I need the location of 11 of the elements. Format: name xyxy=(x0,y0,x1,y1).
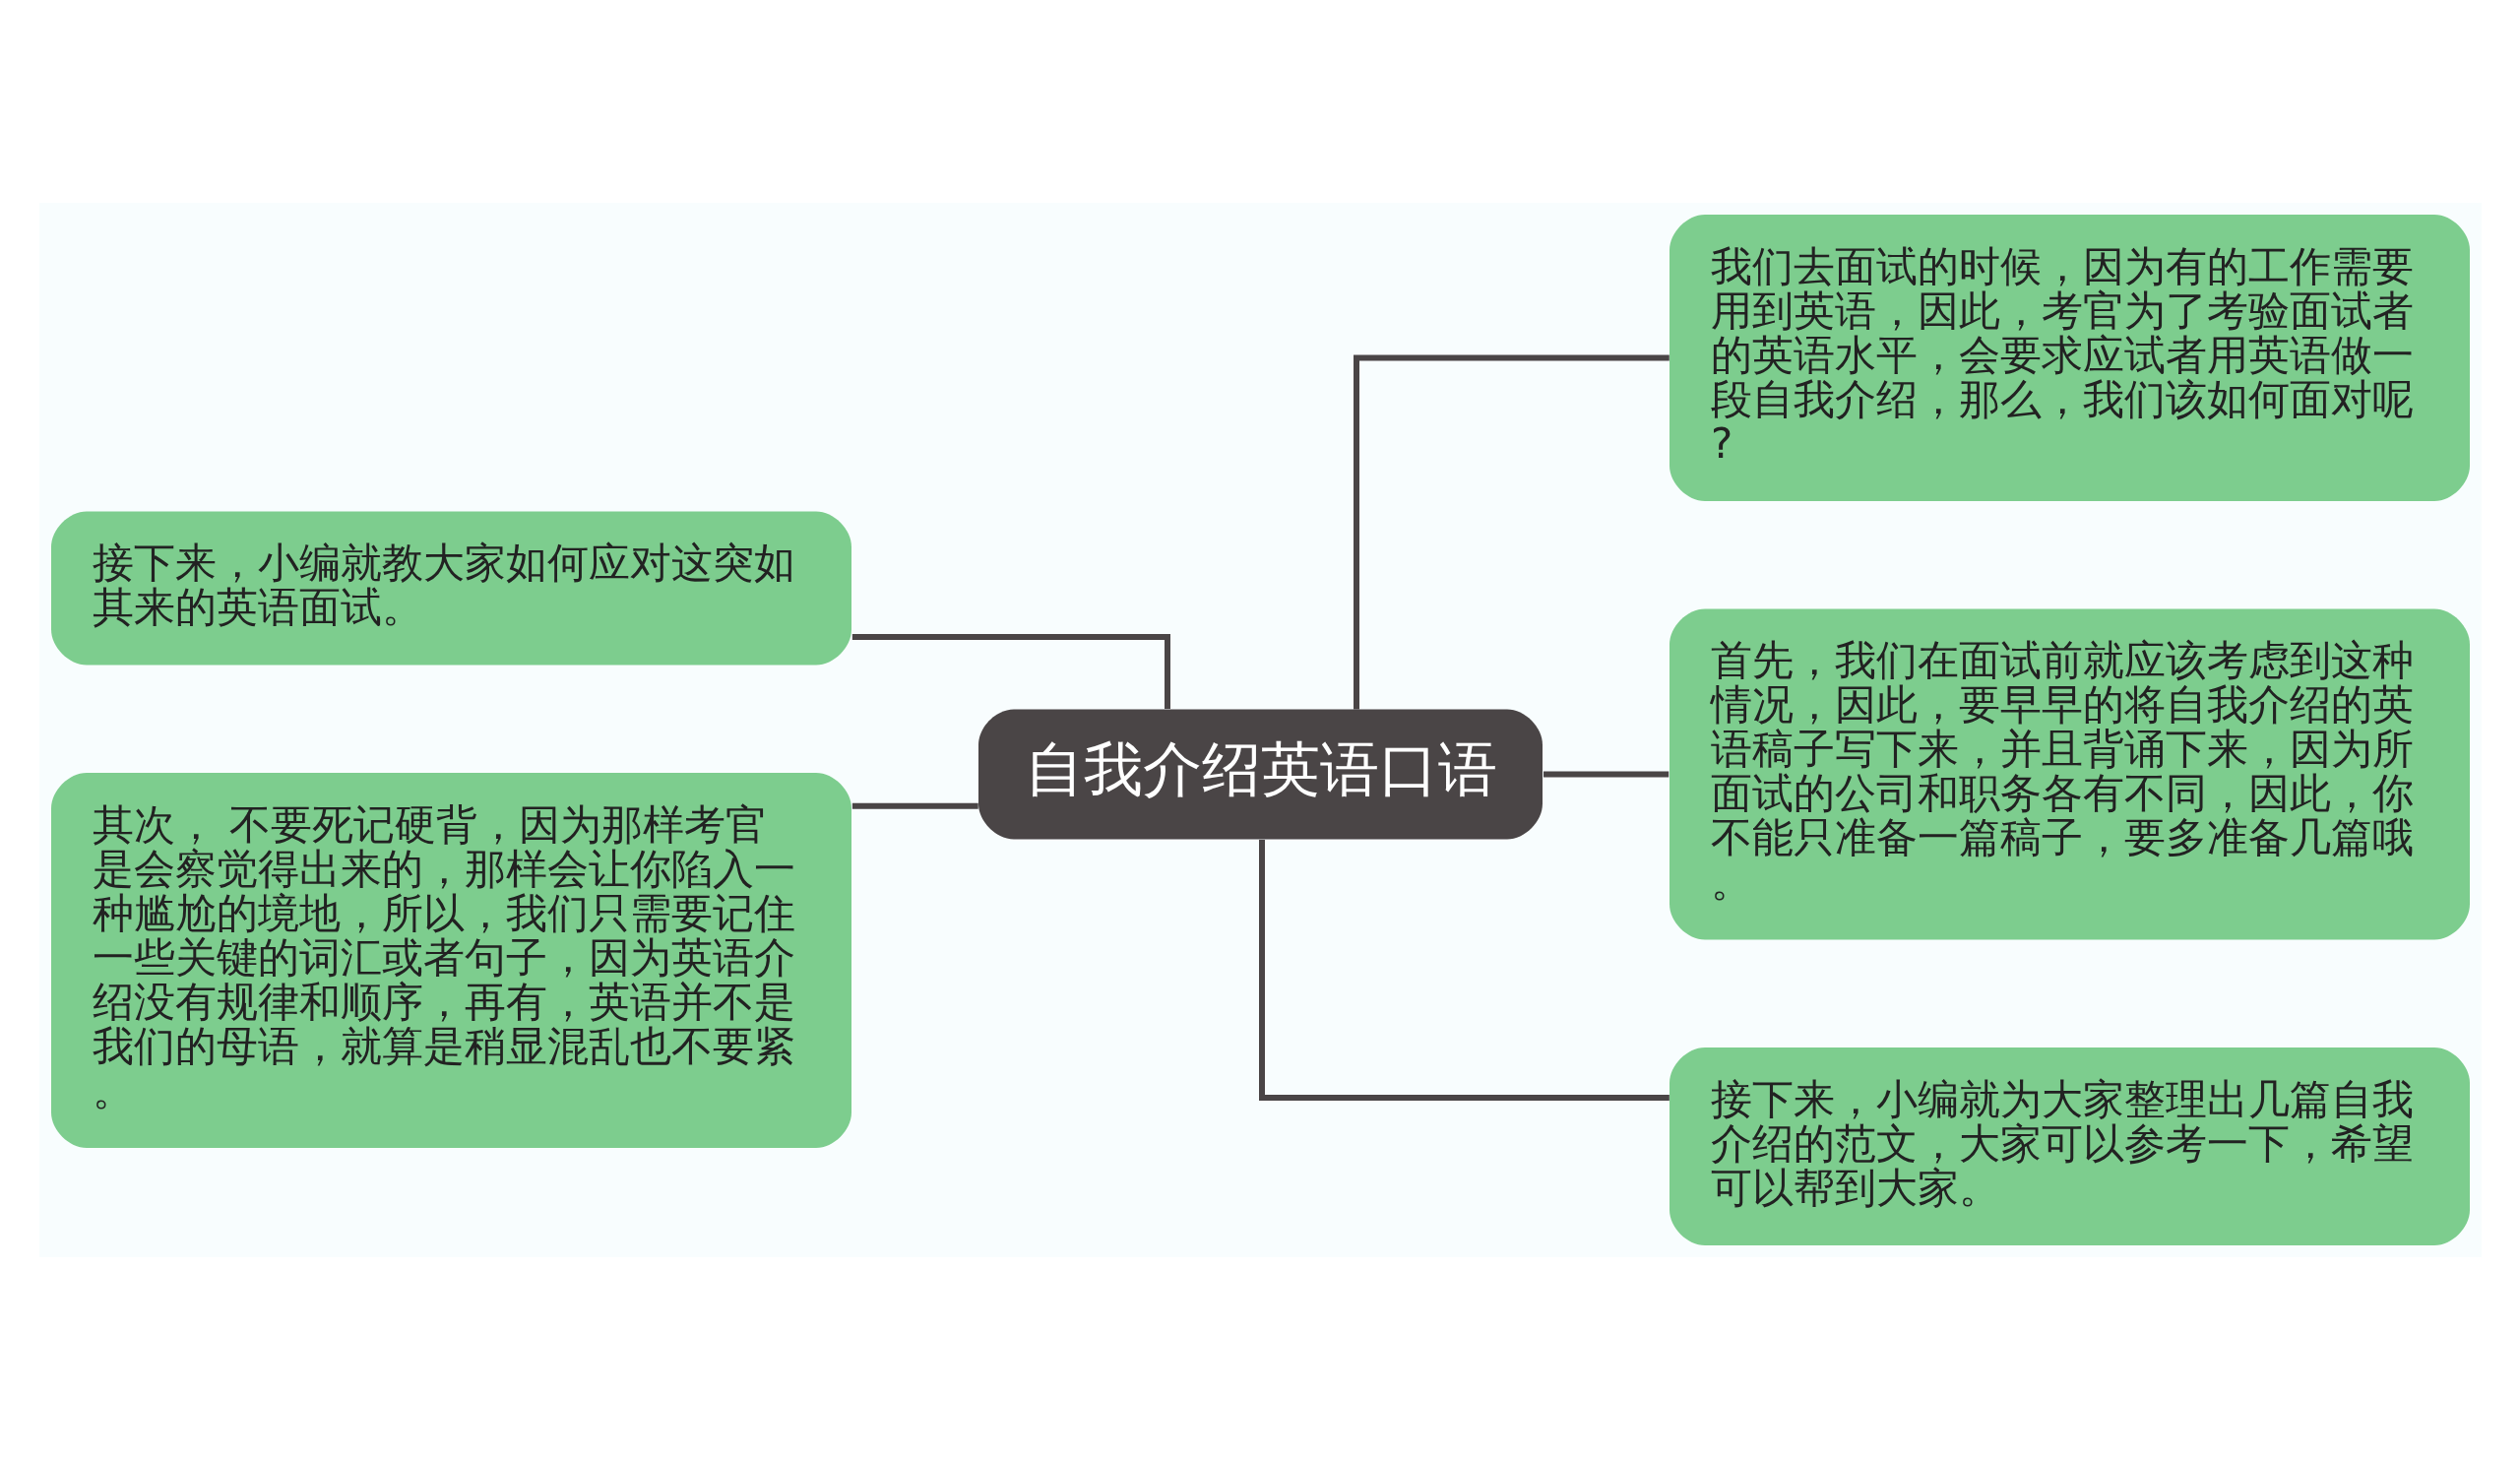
node-box: 接下来，小编就教大家如何应对这突如其来的英语面试。 xyxy=(50,511,851,666)
connector xyxy=(1353,354,1670,710)
connector xyxy=(851,802,978,809)
connector xyxy=(1258,840,1670,1101)
node-box: 接下来，小编就为大家整理出几篇自我介绍的范文，大家可以参考一下，希望可以帮到大家。 xyxy=(1669,1047,2470,1245)
node-box: 我们去面试的时候，因为有的工作需要用到英语，因此，考官为了考验面试者的英语水平，会要求应试者用英语做一段自我介绍，那么，我们该如何面对呢? xyxy=(1669,215,2470,501)
connector xyxy=(1543,771,1669,778)
node-box: 首先，我们在面试前就应该考虑到这种情况，因此，要早早的将自我介绍的英语稿子写下来，并且背诵下来，因为所面试的公司和职务各有不同，因此，你不能只准备一篇稿子，要多准备几篇哦。 xyxy=(1669,608,2470,940)
node-box: 其次， 不要死记硬背，因为那样考官是会察觉得出来的，那样会让你陷入一种尴尬的境地，所以，我们只需要记住一些关键的词汇或者句子，因为英语介绍没有规律和顺序，再有，英语并不是我们的母语，就算是稍显混乱也不要紧。 xyxy=(50,773,851,1148)
node-box: 自我介绍英语口语 xyxy=(977,709,1543,840)
connector xyxy=(851,634,1170,709)
